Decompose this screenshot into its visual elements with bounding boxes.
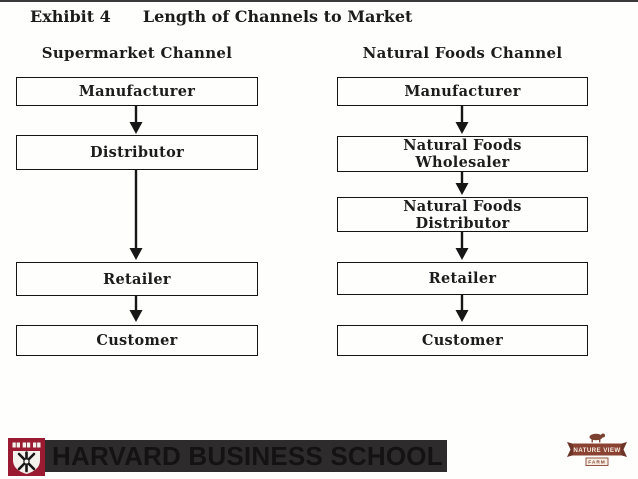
flow-box-label: Natural Foods Distributor [403,197,522,232]
arrow-wholesaler-to-distributor-right [455,172,469,195]
flow-box-label: Manufacturer [78,83,196,100]
flow-box-natural-foods-distributor: Natural Foods Distributor [337,197,588,232]
flow-box-distributor-left: Distributor [16,135,258,170]
arrow-retailer-to-customer-left [129,296,143,322]
flow-box-label: Distributor [89,144,185,161]
column-heading-natural-foods: Natural Foods Channel [362,44,563,62]
arrow-retailer-to-customer-right [455,295,469,322]
flow-box-customer-left: Customer [16,325,258,356]
harvard-shield-logo [8,438,45,476]
shield-books-icon [12,442,41,448]
footer-bar: HARVARD BUSINESS SCHOOL [8,440,447,472]
flow-box-label: Manufacturer [404,83,521,100]
arrow-manufacturer-to-wholesaler-right [455,106,469,134]
exhibit-label: Exhibit 4 [30,7,111,26]
ribbon-banner: NATURE VIEW [567,442,627,457]
flow-box-natural-foods-wholesaler: Natural Foods Wholesaler [337,136,588,172]
exhibit-title: Exhibit 4 Length of Channels to Market [30,7,412,26]
arrow-distributor-to-retailer-left [129,170,143,260]
flow-box-label: Customer [421,332,504,349]
natureview-name: NATURE VIEW [573,447,620,454]
flow-box-label: Natural Foods Wholesaler [403,137,522,171]
farm-banner: FARM [585,457,609,466]
flow-box-label: Customer [96,332,178,349]
natureview-farm-logo: NATURE VIEW FARM [567,433,627,466]
exhibit-title-text: Length of Channels to Market [142,7,413,26]
flow-box-retailer-right: Retailer [337,262,588,295]
school-name: HARVARD BUSINESS SCHOOL [52,440,443,471]
natureview-farm: FARM [588,460,606,466]
flow-box-customer-right: Customer [337,325,588,356]
flow-box-retailer-left: Retailer [16,262,258,296]
arrow-manufacturer-to-distributor-left [129,106,143,134]
cow-icon [589,433,605,443]
column-heading-supermarket: Supermarket Channel [41,44,233,62]
flow-box-manufacturer-right: Manufacturer [337,77,588,106]
top-border-rule [0,0,638,2]
flow-box-label: Retailer [103,270,171,288]
flow-box-label: Retailer [428,270,497,287]
arrow-distributor-to-retailer-right [455,232,469,260]
flow-box-manufacturer-left: Manufacturer [16,77,258,106]
